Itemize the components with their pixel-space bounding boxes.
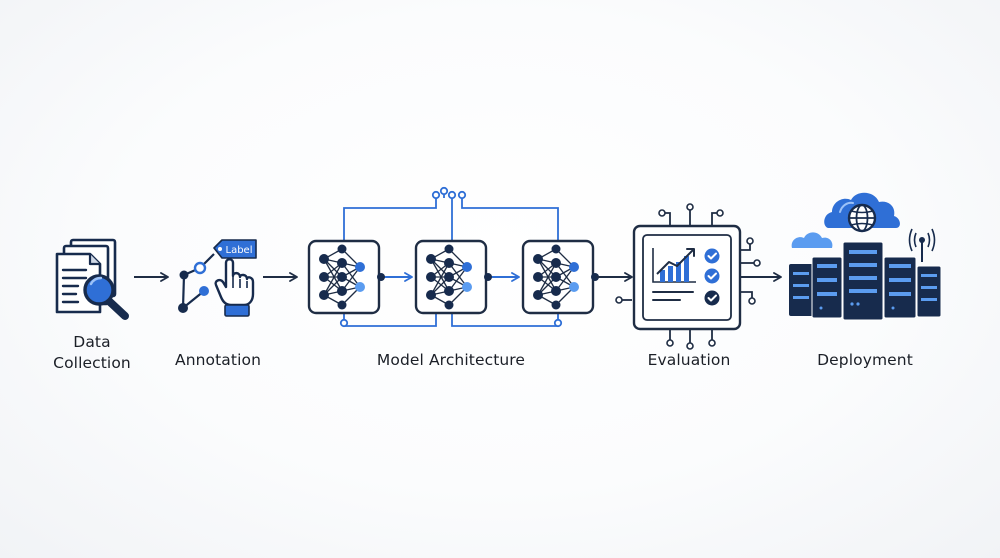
stage-label-evaluation: Evaluation <box>647 351 731 369</box>
stage-label-deployment: Deployment <box>817 351 913 369</box>
label-tag-hand-icon: Label <box>178 239 257 317</box>
cloud-server-icon <box>789 192 942 321</box>
chart-checklist-icon <box>615 203 761 350</box>
stage-label-annotation: Annotation <box>174 351 262 369</box>
stage-label-data-collection: Data Collection <box>53 333 131 372</box>
stage-label-model-architecture: Model Architecture <box>376 351 526 369</box>
annotation-tag-text: Label <box>226 245 253 256</box>
documents-magnifier-icon <box>55 238 129 320</box>
neural-network-icon <box>307 186 599 328</box>
